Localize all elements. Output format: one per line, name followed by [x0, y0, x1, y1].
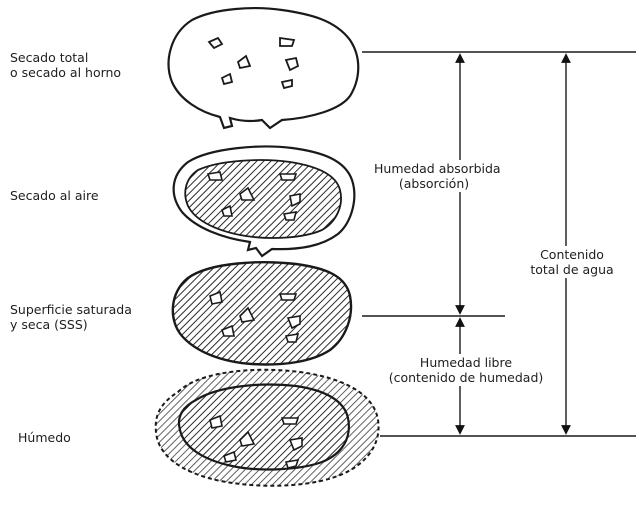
particle-oven-dry: [169, 8, 359, 128]
state-label-wet: Húmedo: [18, 430, 71, 445]
absorbed-moisture-label: Humedad absorbida (absorción): [372, 160, 496, 192]
state-label-air-dry: Secado al aire: [10, 188, 99, 203]
particle-ssd: [173, 262, 351, 364]
state-label-ssd: Superficie saturada y seca (SSS): [10, 302, 132, 332]
state-label-oven-dry: Secado total o secado al horno: [10, 50, 121, 80]
total-water-label: Contenido total de agua: [520, 246, 624, 278]
particle-wet: [156, 370, 379, 486]
free-moisture-label: Humedad libre (contenido de humedad): [386, 354, 546, 386]
particle-air-dry: [174, 147, 355, 256]
